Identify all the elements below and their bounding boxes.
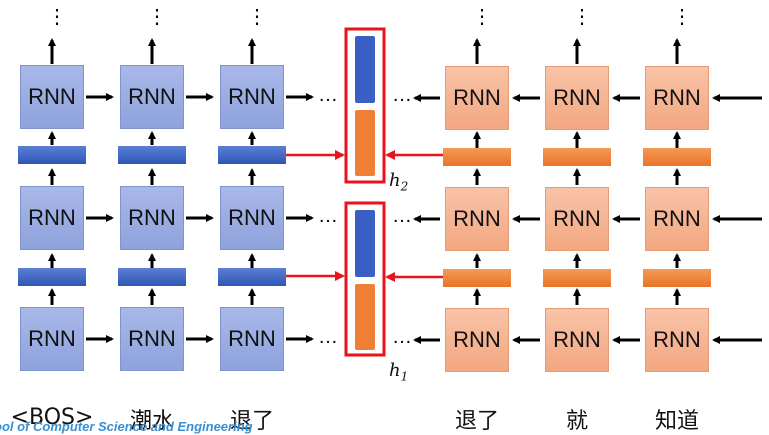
backward-rnn-cell: RNN xyxy=(445,187,509,251)
h1-highlight-box xyxy=(344,201,386,357)
h2-label: h2 xyxy=(389,170,409,194)
backward-hidden-vector xyxy=(643,269,711,287)
backward-rnn-cell: RNN xyxy=(545,187,609,251)
forward-rnn-cell: RNN xyxy=(20,65,84,129)
h2-highlight-box xyxy=(344,27,386,184)
ellipsis: … xyxy=(392,84,412,106)
forward-hidden-vector xyxy=(118,268,186,286)
forward-hidden-vector xyxy=(18,146,86,164)
h1-forward-part xyxy=(355,210,375,277)
forward-hidden-vector xyxy=(18,268,86,286)
h1-backward-part xyxy=(355,284,375,350)
forward-rnn-cell: RNN xyxy=(20,186,84,250)
forward-rnn-cell: RNN xyxy=(220,307,284,371)
forward-rnn-cell: RNN xyxy=(120,65,184,129)
forward-rnn-cell: RNN xyxy=(20,307,84,371)
vertical-ellipsis: ⋮ xyxy=(472,6,492,28)
vertical-ellipsis: ⋮ xyxy=(247,6,267,28)
ellipsis: … xyxy=(318,84,338,106)
vertical-ellipsis: ⋮ xyxy=(47,6,67,28)
forward-rnn-cell: RNN xyxy=(220,186,284,250)
backward-rnn-cell: RNN xyxy=(545,66,609,130)
forward-rnn-cell: RNN xyxy=(220,65,284,129)
backward-hidden-vector xyxy=(643,148,711,166)
h2-forward-part xyxy=(355,36,375,103)
backward-rnn-cell: RNN xyxy=(645,308,709,372)
backward-hidden-vector xyxy=(443,269,511,287)
footer-text: ool of Computer Science and Engineering xyxy=(0,419,253,434)
input-token: 退了 xyxy=(454,409,500,434)
vertical-ellipsis: ⋮ xyxy=(147,6,167,28)
forward-horizontal-arrows xyxy=(86,93,314,343)
backward-rnn-cell: RNN xyxy=(645,187,709,251)
backward-hidden-vector xyxy=(543,269,611,287)
backward-hidden-vector xyxy=(543,148,611,166)
ellipsis: … xyxy=(392,326,412,348)
ellipsis: … xyxy=(318,326,338,348)
input-token: 知道 xyxy=(654,409,700,434)
forward-rnn-cell: RNN xyxy=(120,186,184,250)
backward-rnn-cell: RNN xyxy=(445,66,509,130)
backward-horizontal-arrows xyxy=(413,94,762,344)
vertical-ellipsis: ⋮ xyxy=(672,6,692,28)
input-token: 潮水 xyxy=(129,409,175,434)
backward-hidden-vector xyxy=(443,148,511,166)
forward-hidden-vector xyxy=(218,268,286,286)
forward-hidden-vector xyxy=(118,146,186,164)
ellipsis: … xyxy=(392,205,412,227)
input-token: <BOS> xyxy=(10,405,94,430)
backward-rnn-cell: RNN xyxy=(645,66,709,130)
h1-label: h1 xyxy=(389,360,409,384)
backward-rnn-cell: RNN xyxy=(545,308,609,372)
concat-connectors xyxy=(286,150,443,282)
ellipsis: … xyxy=(318,205,338,227)
forward-hidden-vector xyxy=(218,146,286,164)
backward-rnn-cell: RNN xyxy=(445,308,509,372)
vertical-ellipsis: ⋮ xyxy=(572,6,592,28)
input-token: 退了 xyxy=(229,409,275,434)
input-token: 就 xyxy=(565,409,589,434)
forward-rnn-cell: RNN xyxy=(120,307,184,371)
h2-backward-part xyxy=(355,110,375,176)
